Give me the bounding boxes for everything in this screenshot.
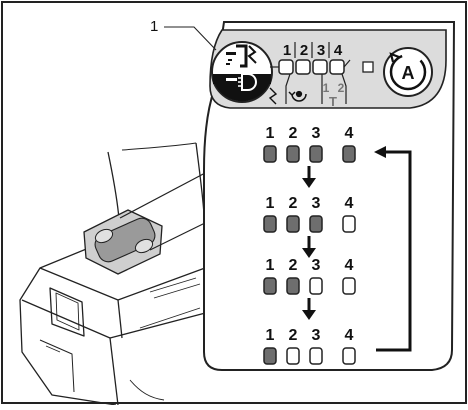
lamp-column-label: 1 <box>266 195 275 212</box>
tool-switch-panel[interactable] <box>83 209 163 275</box>
lamp-column-label: 2 <box>289 257 298 274</box>
panel-low-label: T <box>329 94 337 109</box>
panel-low-labels: 1 2 T <box>323 81 345 109</box>
lamp-lit <box>263 277 277 295</box>
lamp-column-label: 3 <box>312 257 321 274</box>
panel-digit: 2 <box>300 42 308 59</box>
status-square <box>362 61 374 73</box>
lamp-column-label: 2 <box>289 195 298 212</box>
lamp-column-label: 1 <box>266 125 275 142</box>
lamp-column-label: 3 <box>312 125 321 142</box>
lamp-lit <box>263 215 277 233</box>
lamp-unlit <box>309 277 323 295</box>
auto-mode-badge: A <box>402 63 415 83</box>
down-arrow-icon <box>302 298 316 320</box>
control-strip <box>209 29 447 109</box>
lamp-column-label: 3 <box>312 195 321 212</box>
lamp-lit <box>263 347 277 365</box>
sub-impact-icon <box>268 87 278 105</box>
lamp-column-label: 4 <box>345 257 354 274</box>
lamp-column-label: 4 <box>345 195 354 212</box>
lamp-lit <box>309 145 323 163</box>
lamp-unlit <box>309 347 323 365</box>
panel-digit: 4 <box>334 42 343 59</box>
panel-digit: 1 <box>283 42 291 59</box>
lamp-lit <box>286 277 300 295</box>
lamp-links <box>270 59 351 104</box>
lamp-unlit <box>342 347 356 365</box>
panel-low-label: 1 <box>323 81 330 95</box>
lamp-lit <box>309 215 323 233</box>
panel-lamps <box>278 59 345 75</box>
lamp-unlit <box>342 277 356 295</box>
auto-mode-arrow <box>389 52 400 63</box>
lamp-unlit <box>286 347 300 365</box>
down-arrow-icon <box>302 166 316 188</box>
lamp-column-label: 4 <box>345 125 354 142</box>
rotation-mode-icon <box>288 90 307 102</box>
lamp-lit <box>263 145 277 163</box>
down-arrow-icon <box>302 236 316 258</box>
callout-number: 1 <box>150 18 159 35</box>
lamp-lit <box>286 215 300 233</box>
impact-mode-button[interactable] <box>211 41 273 103</box>
auto-mode-button[interactable]: A <box>383 47 433 97</box>
lamp-column-label: 2 <box>289 125 298 142</box>
panel-lamp <box>295 59 311 75</box>
lamp-lit <box>286 145 300 163</box>
panel-lamp <box>329 59 345 75</box>
return-arrow-icon <box>374 146 412 352</box>
lamp-column-label: 4 <box>345 327 354 344</box>
lamp-column-label: 1 <box>266 327 275 344</box>
light-icon <box>226 73 257 91</box>
zoom-connector <box>119 171 208 251</box>
lamp-lit <box>342 145 356 163</box>
panel-low-label: 2 <box>338 81 345 95</box>
digit-separators <box>294 42 330 58</box>
figure-border <box>1 1 467 404</box>
impact-mode-icon <box>226 44 257 68</box>
panel-digit: 3 <box>317 42 325 59</box>
lamp-column-label: 2 <box>289 327 298 344</box>
lamp-column-label: 3 <box>312 327 321 344</box>
panel-lamp <box>278 59 294 75</box>
sequence-arrows <box>302 166 316 320</box>
panel-top-digits: 1 2 3 4 <box>283 42 343 59</box>
lamp-unlit <box>342 215 356 233</box>
panel-lamp <box>312 59 328 75</box>
lamp-column-label: 1 <box>266 257 275 274</box>
